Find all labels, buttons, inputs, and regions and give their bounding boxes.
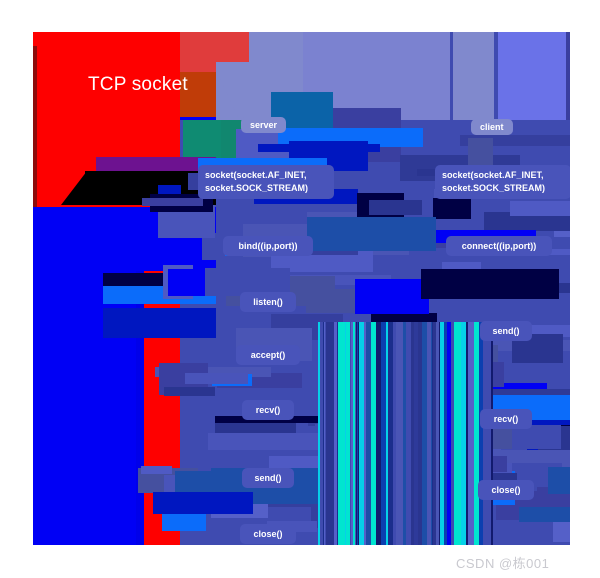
flow-node-server-recv[interactable]: recv()	[242, 400, 294, 420]
flow-node-server-send[interactable]: send()	[242, 468, 294, 488]
glitch-plate	[355, 279, 429, 314]
glitch-plate	[548, 467, 570, 494]
glitch-plate	[283, 275, 391, 285]
flow-node-server-socket[interactable]: socket(socket.AF_INET, socket.SOCK_STREA…	[198, 165, 334, 199]
glitch-plate	[486, 389, 570, 400]
glitch-plate	[442, 262, 481, 270]
watermark: CSDN @栋001	[456, 556, 550, 571]
page-title: TCP socket	[88, 74, 188, 95]
flow-node-server-listen[interactable]: listen()	[240, 292, 296, 312]
flow-node-server-close[interactable]: close()	[240, 524, 296, 544]
glitch-plate	[562, 453, 570, 479]
glitch-plate	[215, 419, 296, 437]
glitch-band	[453, 32, 494, 120]
column-label-client: client	[471, 119, 513, 135]
flow-node-client-close[interactable]: close()	[478, 480, 534, 500]
glitch-band	[183, 120, 221, 162]
glitch-band	[103, 308, 216, 338]
glitch-plate	[155, 367, 271, 377]
glitch-band	[136, 271, 144, 545]
glitch-stripe	[491, 322, 493, 545]
glitch-plate	[185, 373, 248, 384]
glitch-plate	[307, 212, 396, 219]
glitch-plate	[164, 387, 215, 396]
glitch-band	[96, 157, 216, 171]
glitch-plate	[369, 200, 422, 215]
glitch-band	[61, 171, 87, 205]
glitch-plate	[525, 322, 570, 337]
glitch-stripe-field	[318, 322, 493, 545]
glitch-plate	[510, 201, 570, 216]
glitch-plate	[433, 198, 471, 219]
glitch-band	[498, 32, 566, 120]
glitch-plate	[307, 217, 436, 251]
glitch-plate	[258, 144, 380, 152]
glitch-plate	[205, 268, 290, 296]
glitch-plate	[460, 135, 570, 146]
flow-node-server-bind[interactable]: bind((ip,port))	[223, 236, 313, 256]
glitch-band	[566, 32, 570, 120]
glitch-plate	[421, 269, 559, 299]
flow-node-client-connect[interactable]: connect((ip,port))	[446, 236, 552, 256]
glitch-plate	[449, 295, 570, 325]
flow-node-client-recv[interactable]: recv()	[480, 409, 532, 429]
diagram-canvas: TCP socket server client socket(socket.A…	[33, 32, 570, 545]
glitch-plate	[142, 198, 203, 206]
flow-node-server-accept[interactable]: accept()	[236, 345, 300, 365]
flow-node-client-send[interactable]: send()	[480, 321, 532, 341]
glitch-plate	[153, 492, 253, 514]
glitch-plate	[141, 466, 172, 474]
glitch-plate	[484, 212, 570, 231]
glitch-plate	[494, 450, 570, 463]
flow-node-client-socket[interactable]: socket(socket.AF_INET, socket.SOCK_STREA…	[435, 165, 570, 199]
column-label-server: server	[241, 117, 287, 133]
glitch-plate	[519, 507, 570, 522]
